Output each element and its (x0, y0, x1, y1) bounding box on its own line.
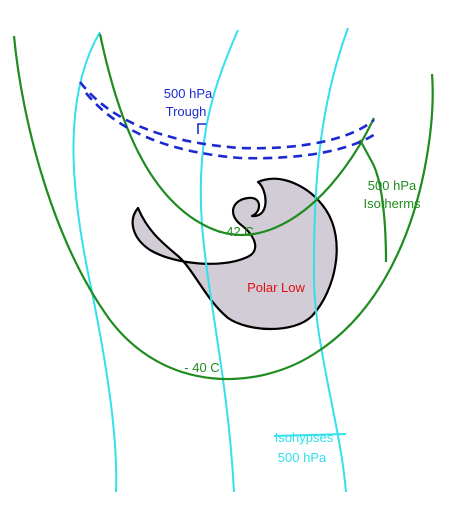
isohypse-line-1 (72, 31, 118, 493)
isotherms-label-line2: Isotherms (363, 196, 421, 211)
isohypse-line-3 (312, 27, 349, 493)
trough-line-2 (84, 92, 379, 160)
trough-label-line2: Trough (166, 104, 207, 119)
isotherms-lines (12, 33, 434, 381)
isotherms-label-bracket (359, 139, 388, 263)
trough-label-leader (197, 123, 206, 134)
polar-low-area (131, 177, 338, 331)
isotherm-line-inner (98, 33, 375, 237)
isohypses-label-leader (273, 433, 347, 437)
isotherms-label-line1: 500 hPa (368, 178, 417, 193)
isotherm-value-outer: - 40 C (184, 360, 219, 375)
isohypses-label-line2: 500 hPa (278, 450, 327, 465)
trough-lines (78, 81, 379, 160)
trough-label-line1: 500 hPa (164, 86, 213, 101)
isohypses-label-line1: Isohypses (275, 430, 334, 445)
isotherm-line-outer (12, 35, 434, 381)
isotherm-value-inner: - 42 C (218, 224, 253, 239)
polar-low-label: Polar Low (247, 280, 305, 295)
